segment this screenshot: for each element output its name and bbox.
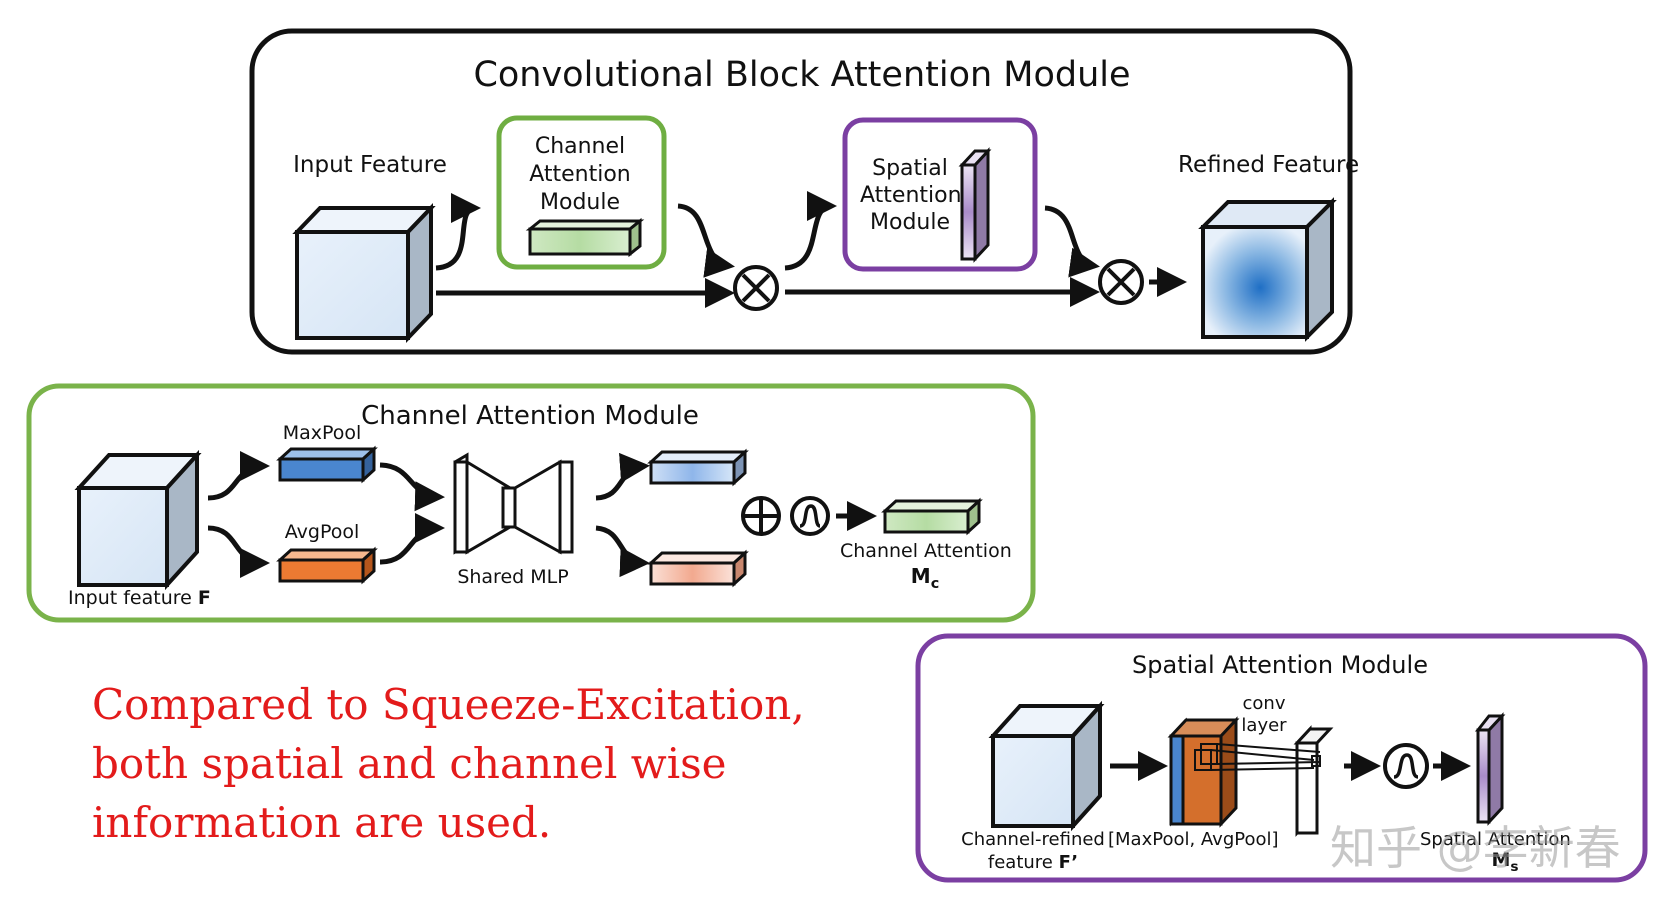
multiply-node-2 (1098, 259, 1144, 305)
arrow-mult1-to-spatial (784, 191, 837, 271)
mc-subscript: c (930, 576, 940, 592)
mc-symbol: M (910, 564, 931, 588)
cbam-refined-label: Refined Feature (1178, 152, 1360, 178)
arrow-mlp-to-out1 (595, 452, 650, 501)
ms-subscript: s (1510, 858, 1519, 875)
pool-label: [MaxPool, AvgPool] (1108, 829, 1279, 850)
cbam-spatial-box (842, 117, 1038, 272)
cbam-channel-box (496, 115, 667, 270)
channel-vector-bar (525, 217, 645, 258)
avgpool-bar (276, 546, 378, 585)
shared-mlp-label: Shared MLP (457, 566, 569, 588)
conv-output-slab (1293, 725, 1334, 837)
cbam-refined-cube (1198, 197, 1337, 342)
sigmoid-node-spatial (1383, 743, 1429, 789)
spatial-module-box (915, 633, 1648, 883)
pooled-maps-stack (1167, 716, 1240, 828)
watermark: 知乎 @李新春 (1330, 821, 1621, 875)
shared-mlp-icon (453, 452, 574, 555)
sam-input-label-2: feature F’ (953, 852, 1113, 873)
cam-input-symbol: F (197, 587, 211, 609)
cbam-title: Convolutional Block Attention Module (473, 55, 1131, 95)
channel-module-box (26, 383, 1036, 623)
cbam-channel-label: Channel Attention Module (529, 134, 631, 215)
sam-input-cube (988, 700, 1105, 832)
arrow-channel-to-mult1 (677, 203, 735, 278)
arrow-avgpool-to-mlp (379, 513, 445, 565)
sigmoid-node-channel (790, 496, 830, 536)
spatial-map-slab (958, 147, 992, 263)
cam-input-label: Input feature F (68, 587, 211, 609)
cbam-outer-box (249, 28, 1353, 355)
conv-projection-lines (1210, 743, 1321, 771)
sam-input-symbol: F’ (1058, 852, 1079, 873)
conv-layer-label: conv layer (1241, 693, 1287, 736)
sam-input-text: feature (987, 852, 1053, 873)
arrow-input-to-channel (435, 193, 481, 271)
arrow-input-to-avgpool (207, 525, 270, 578)
cbam-input-cube (292, 203, 436, 343)
ms-label: Ms (1475, 849, 1535, 875)
maxpool-bar (276, 445, 378, 484)
multiply-node-1 (733, 265, 779, 311)
avgpool-label: AvgPool (284, 521, 360, 543)
cbam-spatial-label: Spatial Attention Module (860, 156, 962, 235)
cbam-input-label: Input Feature (293, 152, 447, 178)
ms-slab (1474, 712, 1506, 826)
arrow-maxpool-to-mlp (379, 462, 445, 512)
maxpool-label: MaxPool (282, 422, 362, 444)
sam-input-label-1: Channel-refined (961, 829, 1105, 850)
mc-bar (881, 497, 983, 536)
channel-attention-label: Channel Attention (840, 540, 1012, 562)
cam-input-text: Input feature (68, 587, 192, 609)
mlp-out-max-bar (647, 448, 749, 487)
arrow-mlp-to-out2 (595, 525, 650, 578)
spatial-attention-label: Spatial Attention (1420, 829, 1571, 850)
mc-label: Mc (890, 564, 960, 592)
arrow-input-to-maxpool (207, 451, 270, 501)
comparison-note: Compared to Squeeze-Excitation, both spa… (92, 680, 805, 847)
ms-symbol: M (1491, 849, 1511, 871)
sum-node (741, 496, 781, 536)
spatial-module-title: Spatial Attention Module (1132, 651, 1428, 679)
channel-module-title: Channel Attention Module (361, 401, 699, 431)
mlp-out-avg-bar (647, 549, 749, 588)
cam-input-cube (74, 449, 202, 591)
arrow-spatial-to-mult2 (1044, 205, 1100, 278)
